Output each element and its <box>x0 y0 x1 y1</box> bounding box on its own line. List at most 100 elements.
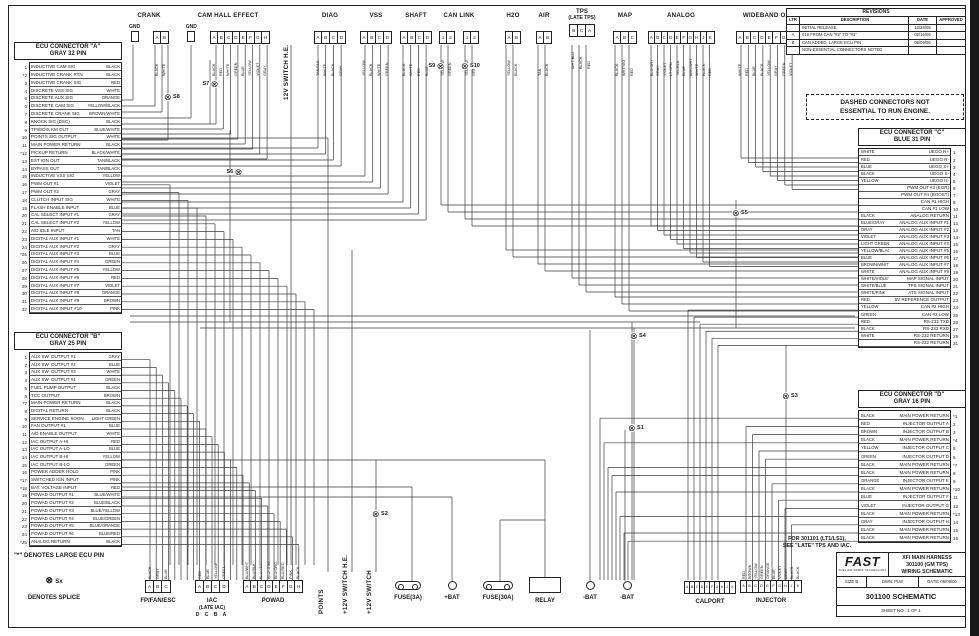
pin-signal: RS-232 RXD <box>889 326 951 333</box>
pin-wire-color: BLUE <box>859 164 889 171</box>
pin-cell: A <box>737 32 745 43</box>
wire-color-label: WHITE <box>377 63 381 76</box>
pin-row: GRAY ANALOG AUX INPUT #2 13 <box>859 227 958 234</box>
pin-number: 27 <box>953 326 959 332</box>
pin-number: 20 <box>21 213 27 219</box>
wire-color-label: BLACK <box>369 63 374 76</box>
pin-cell: B <box>545 35 550 40</box>
pin-wire-color: BLUE/WHITE <box>93 126 121 134</box>
pin-cell: 2 <box>473 35 476 40</box>
pin-number: 11 <box>953 213 958 219</box>
pin-cell: B <box>744 32 752 43</box>
pin-cell: B <box>621 32 629 43</box>
pin-signal: IAC OUTPUT A-HI <box>29 439 111 446</box>
ecu-title-line: BLUE 31 PIN <box>893 137 931 144</box>
splice-symbol-icon: ⊗ <box>782 391 790 401</box>
pin-number: 1 <box>24 355 27 361</box>
pin-signal: DIGITAL AUX INPUT #1 <box>29 236 106 243</box>
pin-cell: A <box>146 581 154 592</box>
pin-wire-color: GRAY <box>107 243 121 251</box>
pin-number: 3 <box>24 80 27 86</box>
wire-color-label: VIOLET <box>255 62 260 76</box>
pin-row: 6 DISCRETE CAM SIG YELLOW/BLACK <box>24 102 121 111</box>
pin-wire-color: LIGHT GREEN <box>90 415 121 423</box>
pin-cell: G <box>288 581 295 592</box>
ring-terminal-icon <box>622 581 632 590</box>
pin-wire-color: BLUE/GREEN <box>92 515 121 523</box>
pin-row: CAN #1 LOW 10 <box>859 206 958 213</box>
gnd-terminal: GND <box>186 24 197 42</box>
pin-number: 25 <box>953 312 959 318</box>
pin-row: CAN #1 HIGH 8 <box>859 199 956 206</box>
splice-symbol-icon: ⊗ <box>210 79 219 89</box>
fast-logo: FAST FUEL AIR SPARK TECHNOLOGY <box>837 553 889 576</box>
pin-row: 24 POWAD OUTPUT #6 BLUE/RED <box>22 530 121 538</box>
splice-symbol-icon: ⊗ <box>732 208 740 218</box>
pin-signal: A/D IDLE INPUT <box>29 228 111 235</box>
wire-color-label: GRAY <box>262 65 267 76</box>
pin-number: 8 <box>24 119 27 125</box>
pin-cell: E <box>705 582 710 593</box>
pin-cell: H <box>720 582 725 593</box>
pin-number: 7 <box>24 111 27 117</box>
connector-label: SHAFT <box>405 12 427 19</box>
pin-signal: INDUCTIVE CRANK RTN <box>29 72 106 79</box>
pin-number: 8 <box>953 470 956 476</box>
splice-symbol-icon: ⊗ <box>164 92 172 102</box>
pin-wire-color: BROWN <box>859 429 889 436</box>
rev-approved <box>937 47 965 54</box>
drawing-title-line: WIRING SCHEMATIC <box>901 569 953 575</box>
pin-signal: AUX SW. OUTPUT #3 <box>29 369 106 377</box>
pin-signal: CAL SELECT INPUT #2 <box>29 220 102 228</box>
pin-signal: ANALOG RETURN <box>889 213 951 220</box>
pin-signal: POWAD OUTPUT #6 <box>29 531 99 538</box>
rev-approved <box>937 32 965 39</box>
pin-number: 30 <box>21 291 27 297</box>
pin-signal: MAIN POWER RETURN <box>889 535 951 543</box>
wire-color-label: TAN <box>538 68 542 76</box>
pin-row: 1 INDUCTIVE CAM SIG BLACK <box>24 63 121 72</box>
pin-row: YELLOW/BLACK ANALOG AUX INPUT #5 16 <box>859 248 958 256</box>
wire-color-label: BLUE <box>682 66 686 76</box>
note-line: DASHED CONNECTORS NOT <box>840 99 930 106</box>
pin-row: 8 DIGITAL RETURN BLACK <box>24 407 121 415</box>
connector-label: VSS <box>369 12 383 19</box>
pin-row: 15 IAC OUTPUT B-LO GREEN <box>22 461 121 469</box>
connector-label: -BAT <box>620 595 634 601</box>
pin-signal: UEGO H- <box>889 178 951 185</box>
pin-number: *12 <box>20 150 27 156</box>
pin-row: 23 DIGITAL AUX INPUT #1 WHITE <box>22 235 121 243</box>
pin-signal: CAN #1 LOW <box>889 206 951 213</box>
pin-number: 11 <box>22 143 27 149</box>
pin-signal: INJECTOR OUTPUT C <box>889 445 951 453</box>
connector-bat-negative-2: -BAT <box>607 581 647 601</box>
ecu-d-pin-list: BLACK MAIN POWER RETURN *1 RED INJECTOR … <box>858 410 960 544</box>
pin-number: 18 <box>953 263 959 269</box>
rev-date: 06/09/06 <box>909 39 937 46</box>
pin-signal: INJECTOR OUTPUT A <box>889 421 951 428</box>
pin-row: 16 POWER ADDER HOLD PINK <box>22 469 121 477</box>
pin-wire-color: WHITE <box>105 87 121 95</box>
pin-number: *25 <box>20 539 27 545</box>
pin-signal: PWM OUT #4 (BOOST) <box>889 192 951 199</box>
gnd-pin <box>187 31 196 42</box>
pin-signal: DIGITAL AUX INPUT #8 <box>29 290 101 298</box>
pin-wire-color <box>859 190 889 192</box>
pin-row: RED 5V REFERENCE OUTPUT 23 <box>859 297 958 305</box>
pin-row: 12 IAC OUTPUT A-HI RED <box>22 438 121 446</box>
wire-color-label: RED <box>198 570 202 579</box>
pin-number: 5 <box>953 446 956 452</box>
splice-symbol-icon: ⊗ <box>372 509 380 519</box>
pin-cell: K <box>731 585 734 589</box>
connector-label: CRANK <box>137 12 161 19</box>
